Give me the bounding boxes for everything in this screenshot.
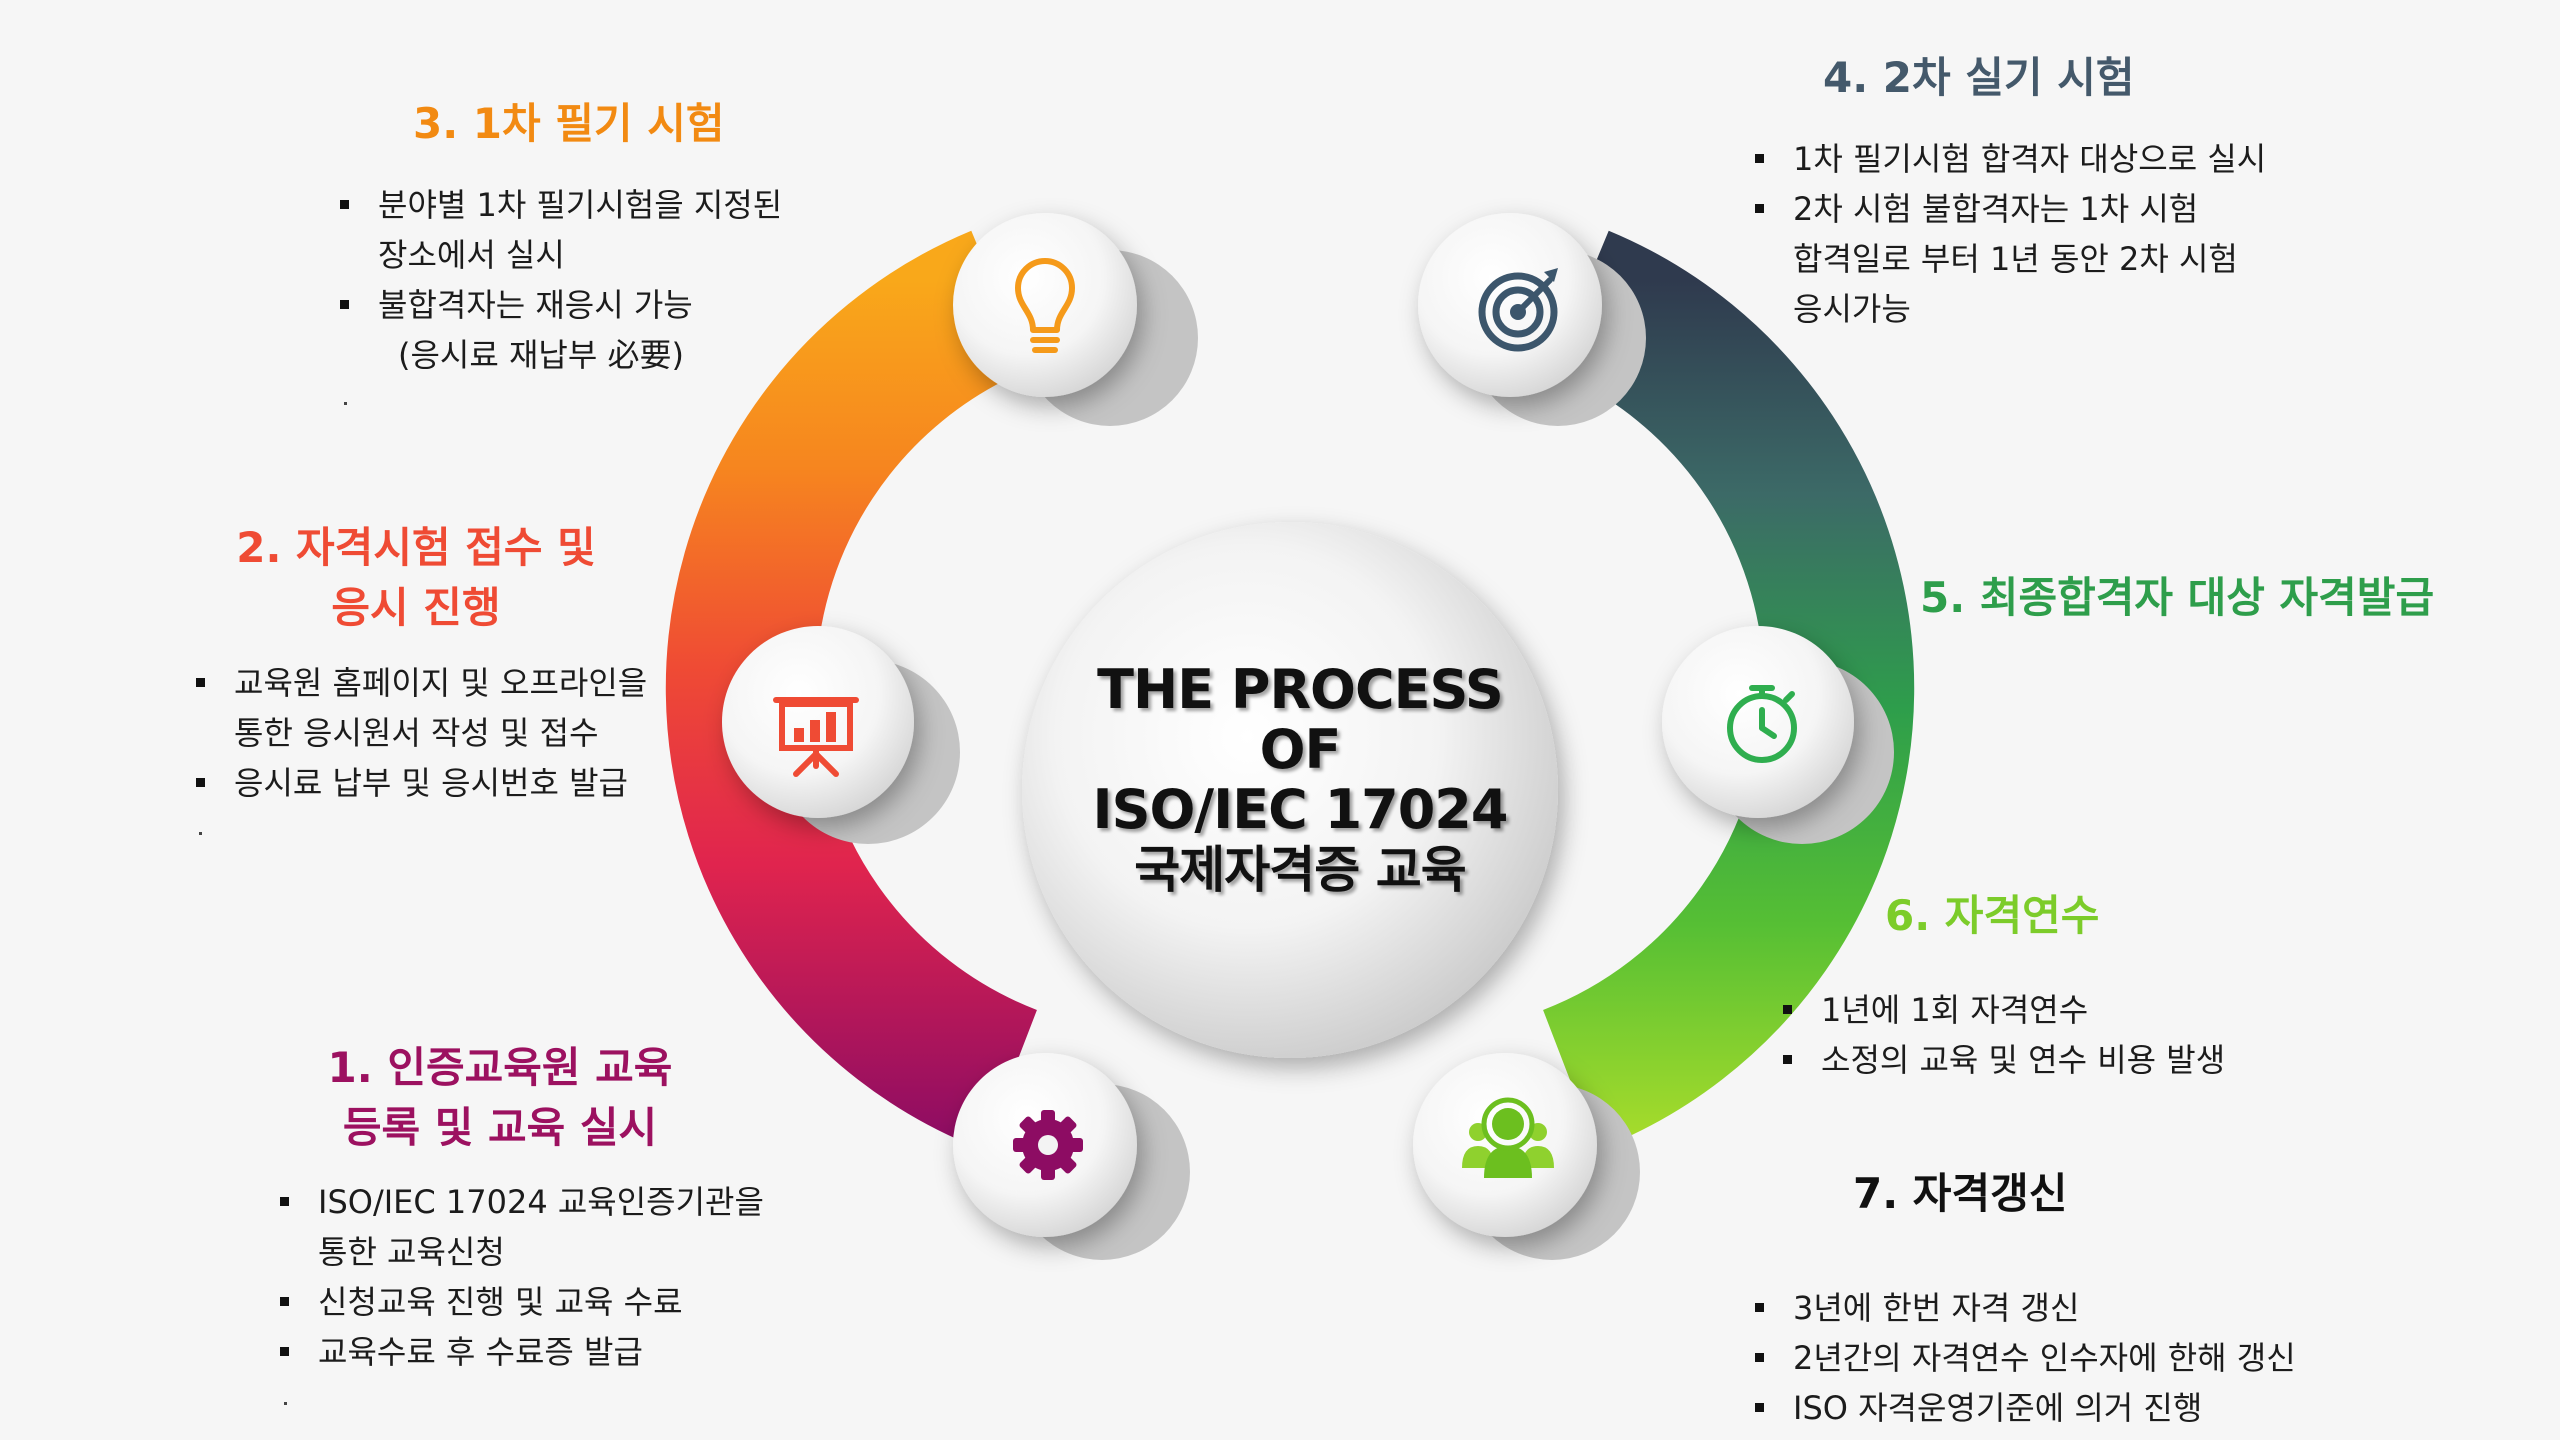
step-3-bullet-1: 분야별 1차 필기시험을 지정된 [340,180,782,230]
presentation-chart-icon [773,697,859,777]
step-1-bullet-1: ISO/IEC 17024 교육인증기관을 [280,1177,764,1227]
stopwatch-icon [1727,685,1797,763]
step-6-title: 6. 자격연수 [1885,891,2100,940]
step-4-bullets: 1차 필기시험 합격자 대상으로 실시 2차 시험 불합격자는 1차 시험 합격… [1755,134,2266,334]
step-1-bullet-2: 신청교육 진행 및 교육 수료 [280,1277,764,1327]
gear-icon [1013,1110,1083,1180]
step-5-title: 5. 최종합격자 대상 자격발급 [1920,573,2435,622]
step-4-bullet-2-cont: 합격일로 부터 1년 동안 2차 시험 [1793,240,2238,278]
step-4-title: 4. 2차 실기 시험 [1823,53,2135,102]
step-7-bullet-3: ISO 자격운영기준에 의거 진행 [1755,1383,2296,1433]
step-4-bullet-2-cont2: 응시가능 [1793,290,1911,328]
step-1-bullet-3: 교육수료 후 수료증 발급 [280,1327,764,1377]
step-2-bullet-2: 응시료 납부 및 응시번호 발급 [196,758,647,808]
step-7-bullet-1: 3년에 한번 자격 갱신 [1755,1283,2296,1333]
step-1-title-line-1: 1. 인증교육원 교육 [327,1043,673,1092]
node-step-6 [1413,1053,1597,1237]
node-step-2 [722,626,914,818]
node-step-4 [1418,213,1602,397]
step-2-title-line-1: 2. 자격시험 접수 및 [236,523,596,572]
team-icon [1462,1097,1554,1178]
step-2-dot [199,832,202,835]
lightbulb-icon [1015,258,1075,353]
step-3-bullet-2-cont: (응시료 재납부 必要) [398,336,684,374]
center-title-line-2: OF [1259,718,1342,781]
step-6-bullets: 1년에 1회 자격연수 소정의 교육 및 연수 비용 발생 [1783,985,2225,1085]
target-icon [1478,268,1558,352]
step-1-bullet-1-cont: 통한 교육신청 [318,1233,505,1271]
step-1-title-line-2: 등록 및 교육 실시 [342,1103,658,1152]
step-4-bullet-1: 1차 필기시험 합격자 대상으로 실시 [1755,134,2266,184]
center-circle [1022,522,1558,1058]
step-3-dot [344,402,347,405]
step-1-title: 1. 인증교육원 교육 등록 및 교육 실시 [310,1038,690,1158]
center-title-line-1: THE PROCESS [1097,658,1504,721]
step-2-title: 2. 자격시험 접수 및 응시 진행 [236,518,596,638]
step-3-title: 3. 1차 필기 시험 [413,99,725,148]
center-title: THE PROCESS OF ISO/IEC 17024 국제자격증 교육 [1040,660,1560,900]
node-step-5 [1662,626,1854,818]
step-6-bullet-2: 소정의 교육 및 연수 비용 발생 [1783,1035,2225,1085]
step-3-bullets: 분야별 1차 필기시험을 지정된 장소에서 실시 불합격자는 재응시 가능 (응… [340,180,782,380]
step-1-bullets: ISO/IEC 17024 교육인증기관을 통한 교육신청 신청교육 진행 및 … [280,1177,764,1377]
step-3-bullet-1-cont: 장소에서 실시 [378,236,565,274]
step-2-bullet-1: 교육원 홈페이지 및 오프라인을 [196,658,647,708]
step-7-title: 7. 자격갱신 [1853,1169,2068,1218]
step-6-bullet-1: 1년에 1회 자격연수 [1783,985,2225,1035]
step-3-bullet-2: 불합격자는 재응시 가능 [340,280,782,330]
step-4-bullet-2: 2차 시험 불합격자는 1차 시험 [1755,184,2266,234]
bar-chart-glyph [794,712,836,742]
step-2-bullets: 교육원 홈페이지 및 오프라인을 통한 응시원서 작성 및 접수 응시료 납부 … [196,658,647,808]
step-2-title-line-2: 응시 진행 [331,583,501,632]
node-step-1 [953,1053,1137,1237]
node-step-3 [953,213,1137,397]
center-title-line-3: ISO/IEC 17024 [1092,778,1509,841]
center-title-line-4: 국제자격증 교육 [1134,841,1466,899]
step-2-bullet-1-cont: 통한 응시원서 작성 및 접수 [234,714,599,752]
step-7-bullets: 3년에 한번 자격 갱신 2년간의 자격연수 인수자에 한해 갱신 ISO 자격… [1755,1283,2296,1433]
step-7-bullet-2: 2년간의 자격연수 인수자에 한해 갱신 [1755,1333,2296,1383]
step-1-dot [284,1402,287,1405]
